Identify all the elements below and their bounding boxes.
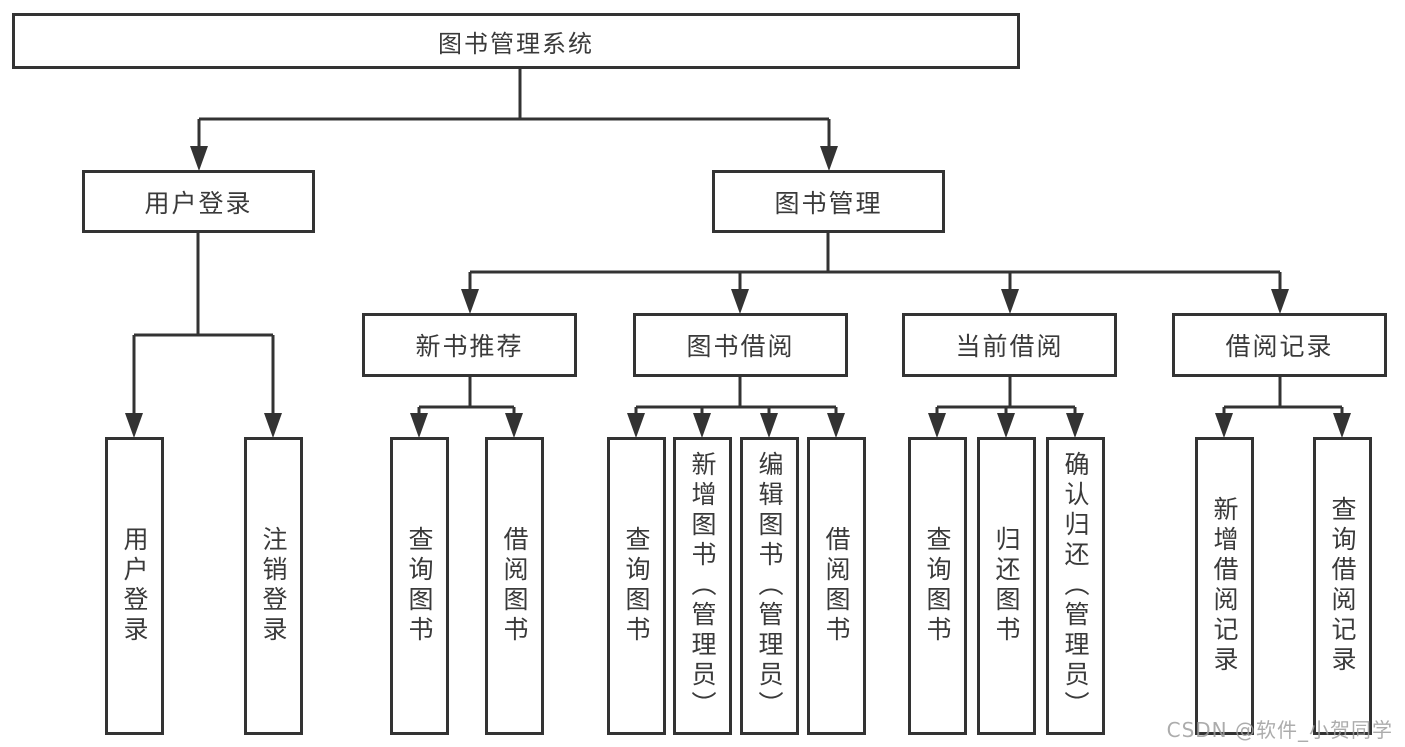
leaf-confirm-return-admin-label: 确认归还（管理员）: [1061, 451, 1090, 721]
node-current-borrowing-label: 当前借阅: [955, 332, 1064, 361]
leaf-current-query-book-label: 查询图书: [923, 526, 952, 646]
leaf-confirm-return-admin: 确认归还（管理员）: [1046, 437, 1105, 735]
connector-book-borrowing-to-leaves: [634, 377, 838, 417]
arrowheads-user-login-leaves: [125, 413, 282, 438]
node-user-login-label: 用户登录: [144, 188, 253, 218]
leaf-edit-book-admin: 编辑图书（管理员）: [740, 437, 799, 735]
node-root-label: 图书管理系统: [438, 29, 594, 58]
connector-user-login-to-leaves: [132, 233, 275, 417]
leaf-query-borrow-record-label: 查询借阅记录: [1328, 496, 1357, 676]
arrowheads-level2: [190, 146, 838, 171]
leaf-current-query-book: 查询图书: [908, 437, 967, 735]
leaf-borrowing-borrow-book: 借阅图书: [807, 437, 866, 735]
leaf-add-borrow-record-label: 新增借阅记录: [1210, 496, 1239, 676]
leaf-recommend-query-book-label: 查询图书: [405, 526, 434, 646]
leaf-query-borrow-record: 查询借阅记录: [1313, 437, 1372, 735]
connector-book-management-to-level3: [468, 233, 1282, 294]
leaf-logout-login-label: 注销登录: [259, 526, 288, 646]
connector-current-borrowing-to-leaves: [935, 377, 1077, 417]
node-current-borrowing: 当前借阅: [902, 313, 1117, 377]
connector-borrowing-records-to-leaves: [1222, 377, 1344, 417]
node-new-book-recommend-label: 新书推荐: [415, 332, 524, 361]
node-root-library-system: 图书管理系统: [12, 13, 1020, 69]
leaf-logout-login: 注销登录: [244, 437, 303, 735]
leaf-borrowing-query-book-label: 查询图书: [622, 526, 651, 646]
leaf-recommend-borrow-book-label: 借阅图书: [500, 526, 529, 646]
leaf-user-login-label: 用户登录: [120, 526, 149, 646]
leaf-edit-book-admin-label: 编辑图书（管理员）: [755, 451, 784, 721]
leaf-recommend-query-book: 查询图书: [390, 437, 449, 735]
leaf-return-book-label: 归还图书: [992, 526, 1021, 646]
node-user-login: 用户登录: [82, 170, 315, 233]
node-book-management-label: 图书管理: [774, 188, 883, 218]
leaf-recommend-borrow-book: 借阅图书: [485, 437, 544, 735]
leaf-user-login: 用户登录: [105, 437, 164, 735]
leaf-return-book: 归还图书: [977, 437, 1036, 735]
node-new-book-recommend: 新书推荐: [362, 313, 577, 377]
leaf-add-borrow-record: 新增借阅记录: [1195, 437, 1254, 735]
leaf-add-book-admin-label: 新增图书（管理员）: [688, 451, 717, 721]
csdn-watermark: CSDN @软件_小贺同学: [1166, 718, 1393, 742]
leaf-borrowing-query-book: 查询图书: [607, 437, 666, 735]
node-book-borrowing-label: 图书借阅: [686, 332, 795, 361]
arrowheads-level3: [461, 289, 1289, 314]
node-borrowing-records-label: 借阅记录: [1225, 332, 1334, 361]
connector-root-to-level2: [197, 69, 831, 150]
node-borrowing-records: 借阅记录: [1172, 313, 1387, 377]
leaf-borrowing-borrow-book-label: 借阅图书: [822, 526, 851, 646]
arrowheads-leaves: [410, 413, 1351, 438]
node-book-borrowing: 图书借阅: [633, 313, 848, 377]
leaf-add-book-admin: 新增图书（管理员）: [673, 437, 732, 735]
connector-new-book-recommend-to-leaves: [417, 377, 516, 417]
node-book-management: 图书管理: [712, 170, 945, 233]
